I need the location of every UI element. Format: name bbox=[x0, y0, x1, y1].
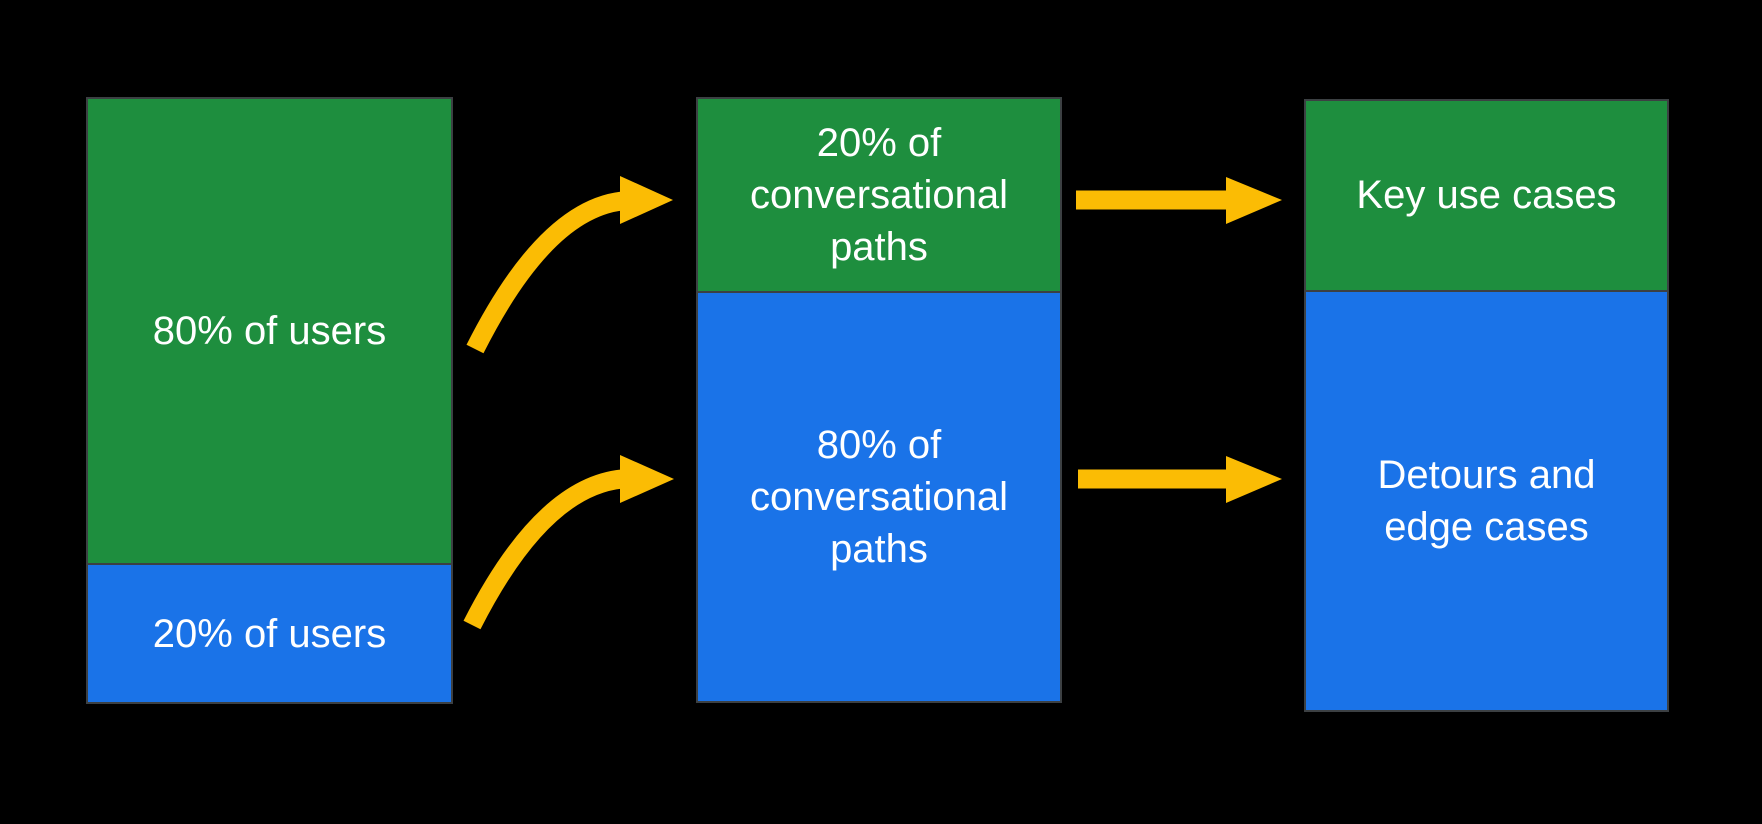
horizontal-arrow-bottom bbox=[1078, 456, 1282, 503]
users-blue-segment: 20% of users bbox=[88, 565, 451, 702]
users-green-segment: 80% of users bbox=[88, 99, 451, 566]
curved-arrow-bottom bbox=[463, 455, 674, 630]
users-green-label: 80% of users bbox=[152, 309, 387, 354]
conversational-paths-bar: 20% of conversational paths 80% of conve… bbox=[696, 97, 1062, 703]
outcomes-green-segment: Key use cases bbox=[1306, 101, 1667, 292]
users-blue-label: 20% of users bbox=[152, 611, 387, 656]
outcomes-bar: Key use cases Detours and edge cases bbox=[1304, 99, 1669, 712]
paths-green-segment: 20% of conversational paths bbox=[698, 99, 1060, 293]
outcomes-blue-segment: Detours and edge cases bbox=[1306, 291, 1667, 710]
horizontal-arrow-top bbox=[1076, 177, 1282, 224]
paths-green-label: 20% of conversational paths bbox=[750, 120, 1008, 269]
users-bar: 80% of users 20% of users bbox=[86, 97, 453, 704]
curved-arrow-top bbox=[466, 176, 673, 354]
outcomes-blue-label: Detours and edge cases bbox=[1377, 452, 1596, 549]
outcomes-green-label: Key use cases bbox=[1356, 173, 1617, 218]
paths-blue-label: 80% of conversational paths bbox=[750, 422, 1008, 571]
paths-blue-segment: 80% of conversational paths bbox=[698, 292, 1060, 701]
